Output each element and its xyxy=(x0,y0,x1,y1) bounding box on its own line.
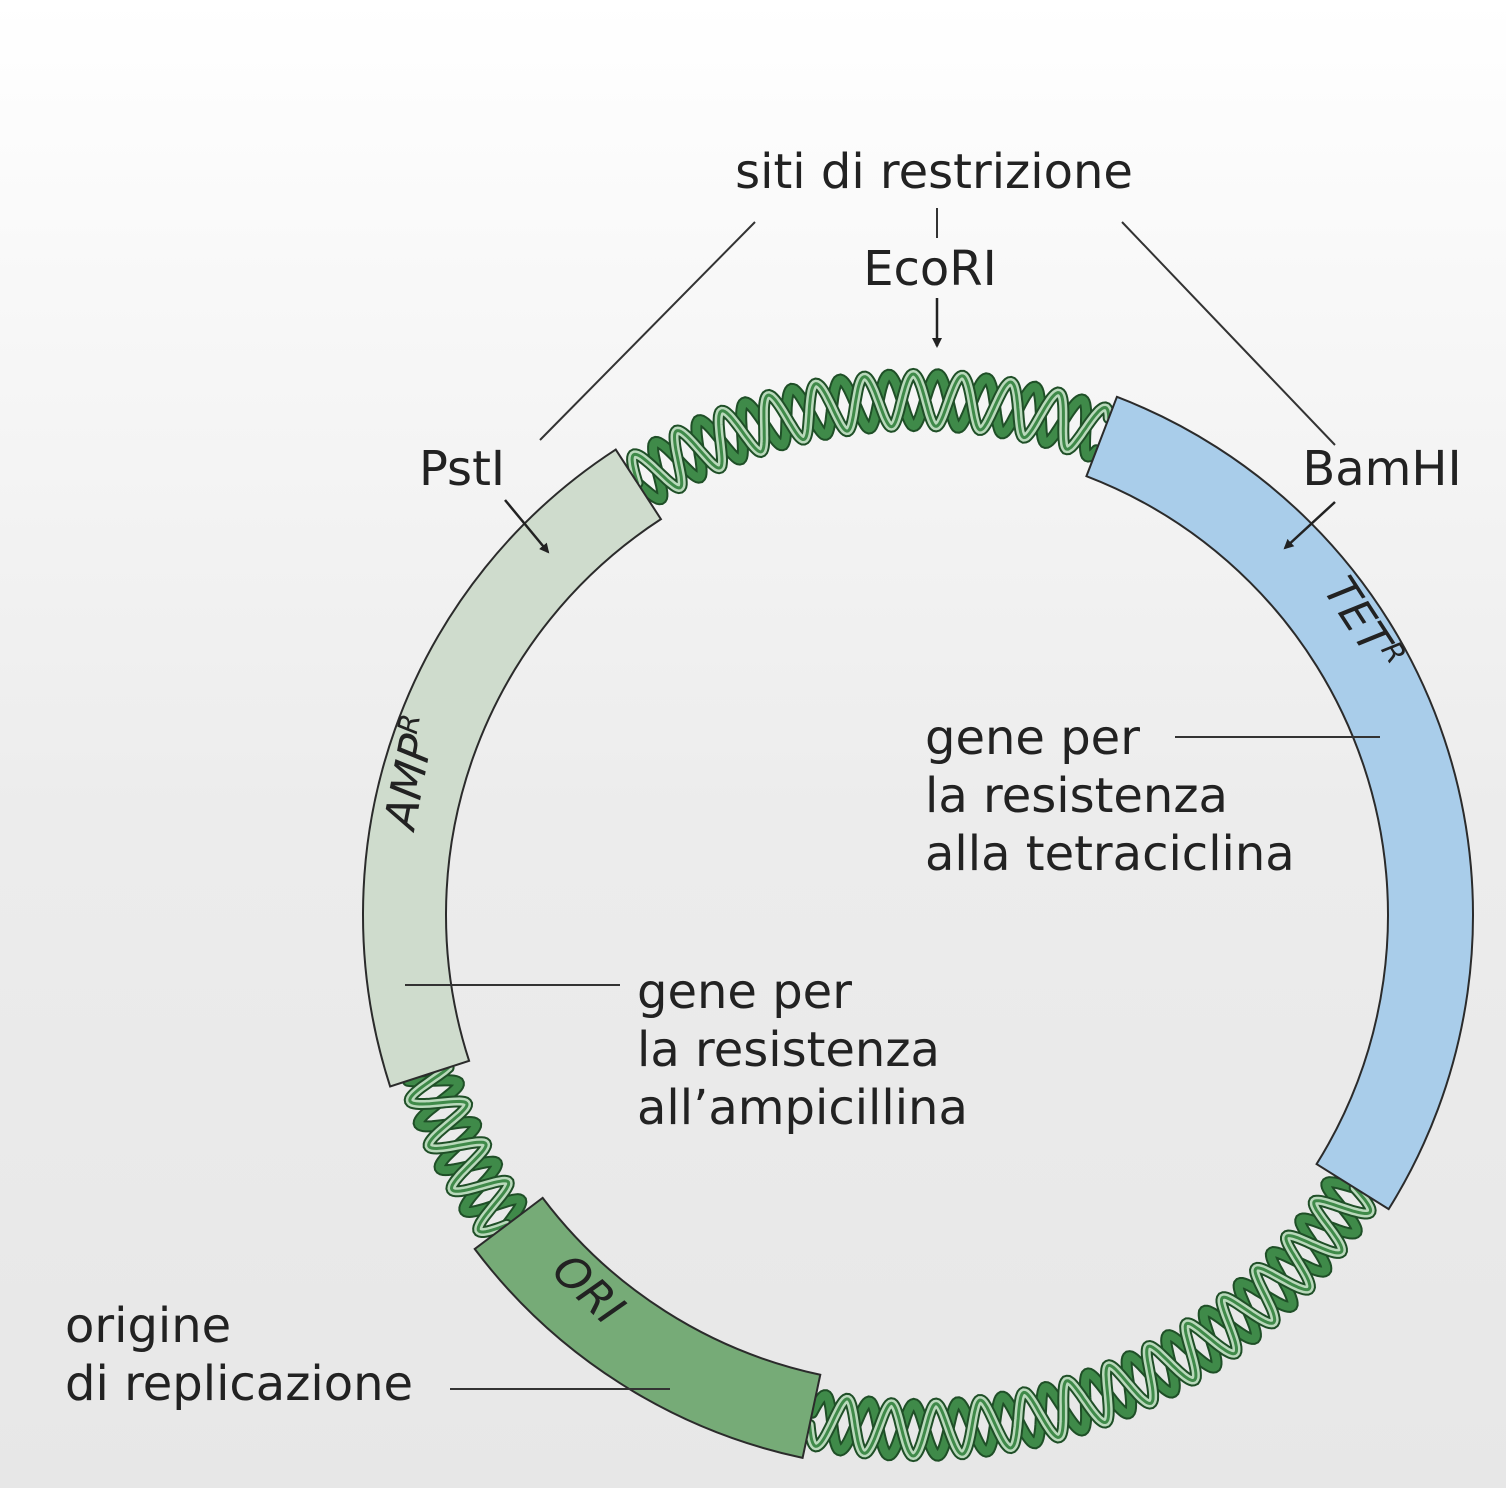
restriction-leader-left xyxy=(539,221,756,441)
psti-arrow xyxy=(504,499,550,554)
tet-gene-description-line3: alla tetraciclina xyxy=(925,826,1295,882)
origin-description-line1: origine xyxy=(65,1298,231,1354)
origin-segment xyxy=(473,1196,822,1460)
amp-resistance-segment xyxy=(362,448,663,1088)
dna-strand-back xyxy=(808,1178,1361,1460)
dna-double-helix xyxy=(401,367,1377,1463)
amp-gene-description-line2: la resistenza xyxy=(637,1022,940,1078)
restriction-leader-right xyxy=(1121,221,1336,446)
amp-gene-description-line1: gene per xyxy=(637,964,852,1020)
restriction-sites-label: siti di restrizione xyxy=(735,144,1133,200)
tet-gene-description-line1: gene per xyxy=(925,710,1140,766)
dna-strand-front-core xyxy=(808,1186,1373,1458)
amp-gene-description-line3: all’ampicillina xyxy=(637,1080,968,1136)
tet-gene-description-line2: la resistenza xyxy=(925,768,1228,824)
bamhi-arrow xyxy=(1283,501,1336,550)
dna-strand-outline xyxy=(803,1181,1377,1463)
tet-resistance-segment xyxy=(1085,395,1474,1211)
ecori-label: EcoRI xyxy=(863,241,997,297)
psti-label: PstI xyxy=(419,441,505,497)
bamhi-label: BamHI xyxy=(1302,441,1461,497)
dna-strand-front-core xyxy=(630,372,1111,490)
dna-strand-back xyxy=(633,370,1101,504)
origin-description-line2: di replicazione xyxy=(65,1356,413,1412)
dna-strand-front-core xyxy=(408,1066,511,1234)
